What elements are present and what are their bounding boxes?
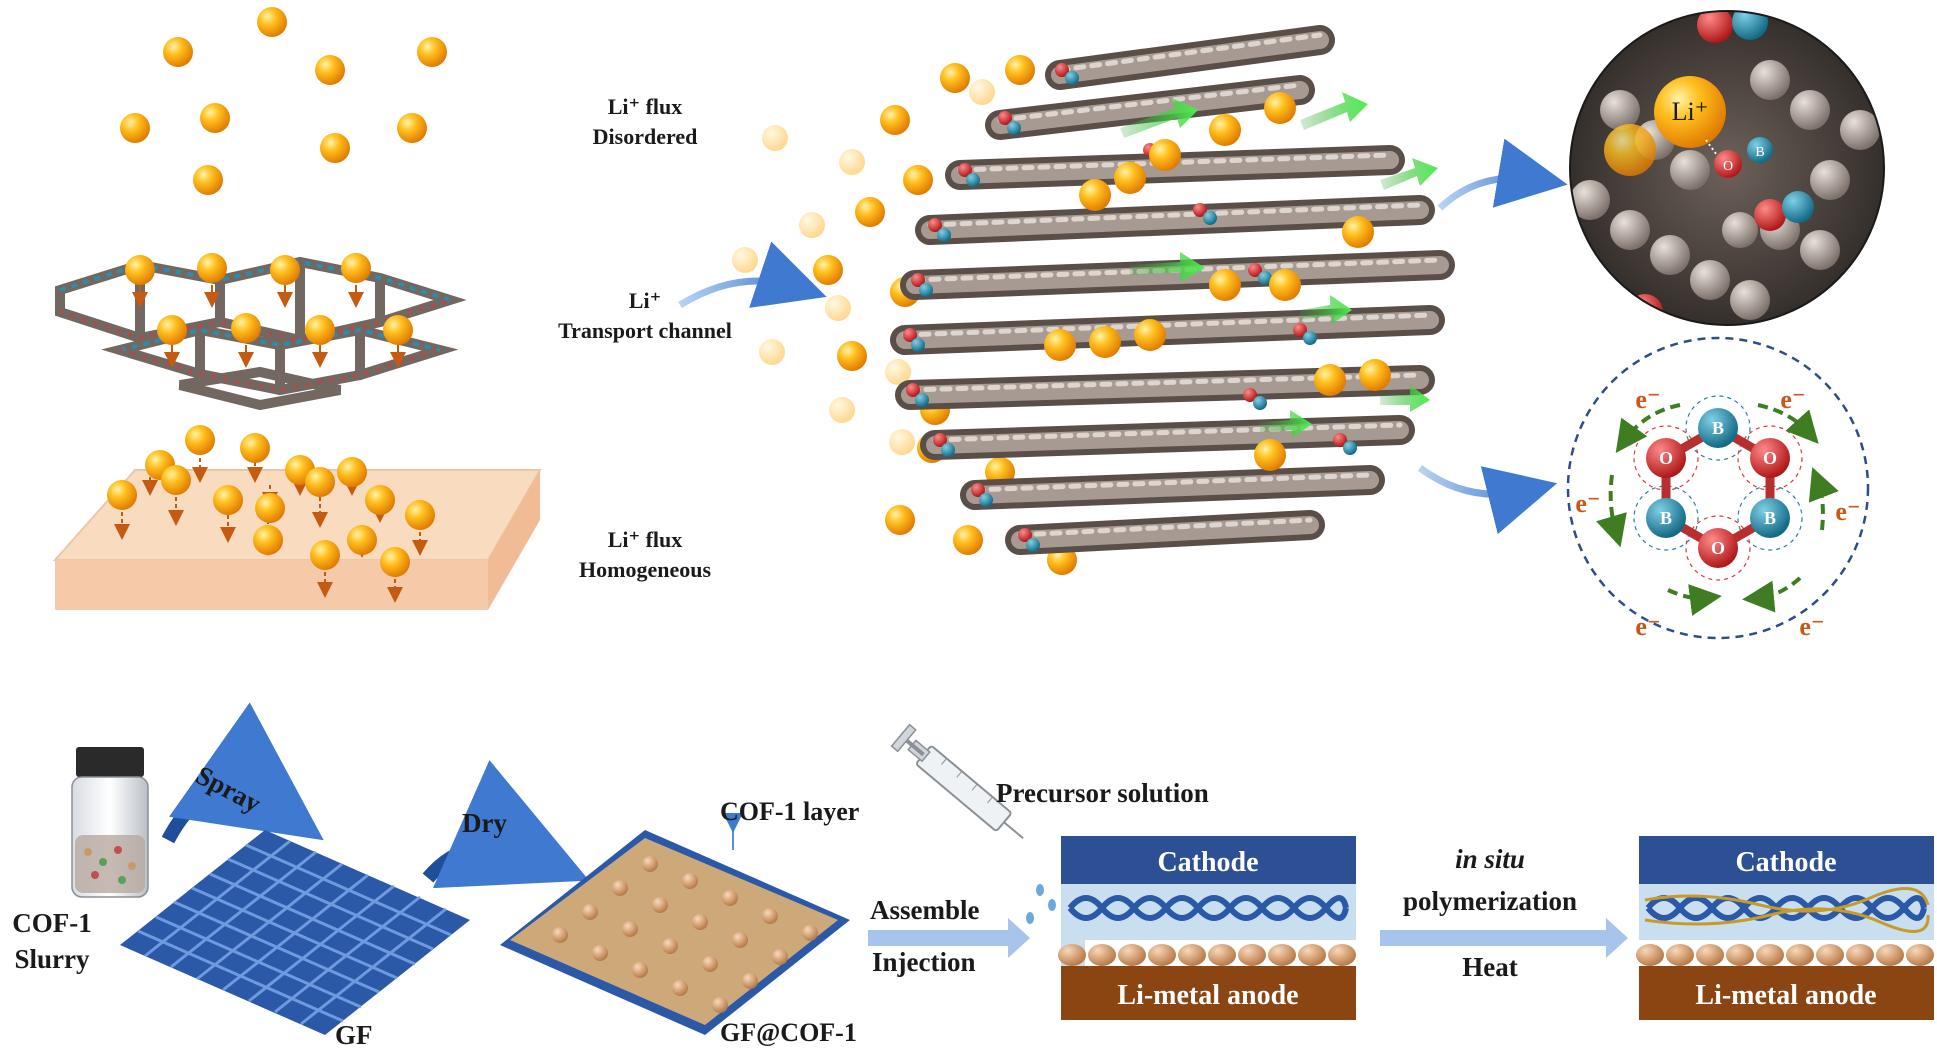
in-situ-label: in situ	[1455, 844, 1525, 874]
zoom-inset-circle: Li⁺ O B	[1569, 10, 1885, 326]
inset-b-label: B	[1755, 145, 1764, 160]
precursor-solution-label: Precursor solution	[996, 778, 1209, 808]
curved-arrow-icon	[422, 760, 590, 889]
ring-o-3: O	[1711, 538, 1725, 558]
li-line: Li⁺	[628, 288, 662, 313]
ring-o-1: O	[1659, 448, 1673, 468]
li-transport-label: Li⁺ Transport channel	[520, 286, 770, 346]
anode-label: Li-metal anode	[1695, 980, 1876, 1011]
electron-label: e⁻	[1575, 489, 1600, 518]
assemble-label: Assemble	[870, 895, 980, 925]
li-flux-line: Li⁺ flux	[607, 94, 683, 119]
curved-arrow-icon	[161, 702, 324, 844]
disordered-li-ions	[120, 7, 447, 195]
electron-label: e⁻	[1835, 497, 1860, 526]
gf-mesh	[120, 830, 470, 1035]
slurry-line: Slurry	[14, 944, 90, 974]
electron-label: e⁻	[1635, 385, 1660, 414]
curved-arrow-icon	[678, 241, 827, 308]
homogeneous-anode-plate	[52, 425, 542, 610]
li-flux-line: Li⁺ flux	[607, 527, 683, 552]
cathode-label: Cathode	[1735, 847, 1836, 878]
electron-label: e⁻	[1799, 612, 1824, 641]
curved-arrow-icon	[1417, 465, 1558, 535]
cof-slurry-label: COF-1 Slurry	[2, 905, 102, 977]
cof-channel-bundle	[732, 25, 1455, 575]
homogeneous-line: Homogeneous	[579, 557, 711, 582]
gf-cof-mesh	[500, 813, 850, 1035]
anode-label: Li-metal anode	[1117, 980, 1298, 1011]
ring-o-2: O	[1763, 448, 1777, 468]
dry-label: Dry	[462, 808, 507, 838]
vial-icon	[71, 747, 149, 898]
gf-cof-label: GF@COF-1	[720, 1018, 857, 1047]
inset-o-label: O	[1723, 159, 1733, 174]
li-flux-disordered-label: Li⁺ flux Disordered	[560, 92, 730, 152]
injection-label: Injection	[872, 947, 976, 977]
ring-b-3: B	[1764, 508, 1776, 528]
heat-label: Heat	[1462, 952, 1518, 982]
disordered-line: Disordered	[592, 124, 698, 149]
cof-layer-label: COF-1 layer	[720, 797, 860, 826]
curved-arrow-icon	[1437, 138, 1568, 211]
electron-label: e⁻	[1780, 385, 1805, 414]
battery-cell-before: Cathode Li-metal anode	[1058, 836, 1356, 1020]
ring-b-1: B	[1712, 418, 1724, 438]
ring-b-2: B	[1660, 508, 1672, 528]
boroxine-ring-icon: B O O B B O e⁻ e⁻ e⁻ e⁻ e⁻ e⁻	[1566, 336, 1870, 641]
gf-label: GF	[335, 1020, 373, 1050]
polymerization-label: polymerization	[1403, 886, 1577, 916]
assemble-arrow	[868, 918, 1030, 958]
transport-channel-line: Transport channel	[558, 318, 732, 343]
cof-hexagonal-sheet	[55, 253, 467, 411]
electron-label: e⁻	[1635, 612, 1660, 641]
syringe-icon	[890, 723, 1056, 924]
polymerization-arrow	[1380, 918, 1628, 958]
cathode-label: Cathode	[1157, 847, 1258, 878]
li-flux-homogeneous-label: Li⁺ flux Homogeneous	[540, 525, 750, 585]
inset-li-label: Li⁺	[1672, 97, 1709, 126]
battery-cell-after: Cathode Li-metal anode	[1636, 836, 1934, 1020]
cof-line: COF-1	[12, 908, 92, 938]
